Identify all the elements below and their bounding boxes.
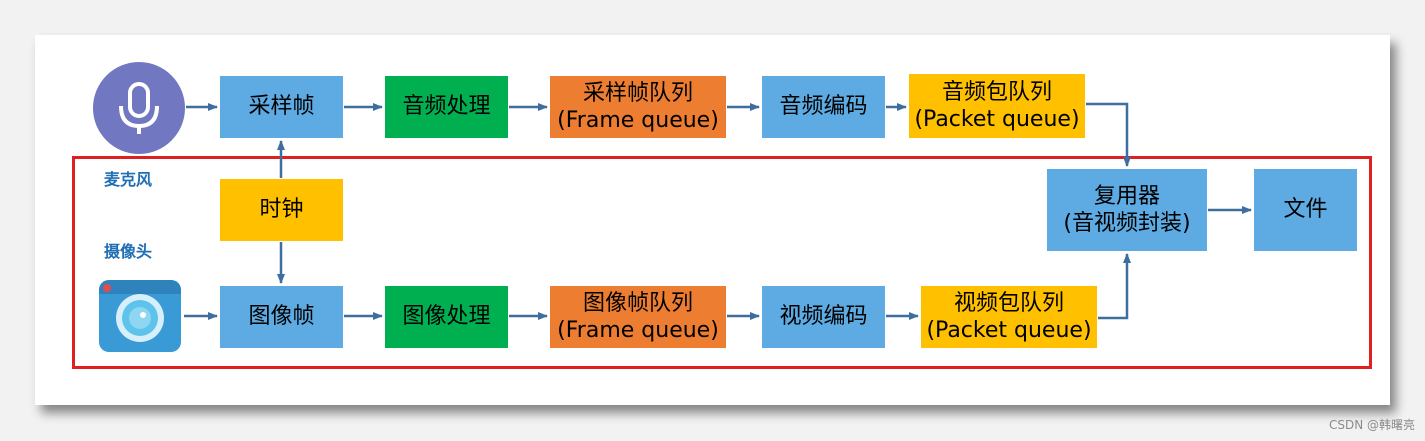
audio-encoding-box: 音频编码 bbox=[762, 76, 885, 138]
clock-label: 时钟 bbox=[259, 197, 304, 223]
image-frame-box: 图像帧 bbox=[220, 286, 343, 348]
camera-label: 摄像头 bbox=[104, 242, 153, 261]
image-processing-box: 图像处理 bbox=[385, 286, 508, 348]
arrow-video-packet-to-muxer bbox=[1098, 253, 1131, 320]
video-encoding-label: 视频编码 bbox=[779, 304, 868, 330]
muxer-box: 复用器 (音视频封装) bbox=[1047, 169, 1207, 251]
audio-packet-queue-box: 音频包队列 (Packet queue) bbox=[909, 74, 1085, 138]
audio-packet-queue-sub: (Packet queue) bbox=[914, 107, 1080, 132]
video-packet-queue-box: 视频包队列 (Packet queue) bbox=[921, 286, 1097, 348]
image-frame-queue-box: 图像帧队列 (Frame queue) bbox=[550, 286, 726, 348]
audio-processing-label: 音频处理 bbox=[402, 94, 491, 120]
camera-icon bbox=[99, 280, 181, 352]
image-frame-queue-sub: (Frame queue) bbox=[557, 318, 719, 343]
microphone-icon bbox=[93, 62, 185, 154]
watermark: CSDN @韩曙亮 bbox=[1328, 418, 1415, 432]
muxer-title: 复用器 bbox=[1093, 183, 1160, 209]
video-path-highlight bbox=[72, 156, 1372, 369]
sample-frame-queue-box: 采样帧队列 (Frame queue) bbox=[550, 76, 726, 138]
muxer-sub: (音视频封装) bbox=[1063, 211, 1191, 236]
audio-processing-box: 音频处理 bbox=[385, 76, 508, 138]
clock-box: 时钟 bbox=[220, 179, 343, 241]
video-packet-queue-title: 视频包队列 bbox=[953, 290, 1064, 316]
image-frame-queue-title: 图像帧队列 bbox=[582, 290, 693, 316]
sample-frame-label: 采样帧 bbox=[248, 94, 315, 120]
sample-frame-box: 采样帧 bbox=[220, 76, 343, 138]
sample-frame-queue-title: 采样帧队列 bbox=[582, 80, 693, 106]
image-frame-label: 图像帧 bbox=[248, 304, 315, 330]
audio-packet-queue-title: 音频包队列 bbox=[941, 79, 1052, 105]
file-label: 文件 bbox=[1283, 197, 1328, 223]
video-encoding-box: 视频编码 bbox=[762, 286, 885, 348]
sample-frame-queue-sub: (Frame queue) bbox=[557, 108, 719, 133]
video-packet-queue-sub: (Packet queue) bbox=[926, 318, 1092, 343]
microphone-label: 麦克风 bbox=[104, 170, 153, 189]
image-processing-label: 图像处理 bbox=[402, 304, 491, 330]
arrow-audio-packet-to-muxer bbox=[1086, 102, 1131, 167]
audio-encoding-label: 音频编码 bbox=[779, 94, 868, 120]
file-box: 文件 bbox=[1254, 169, 1357, 251]
